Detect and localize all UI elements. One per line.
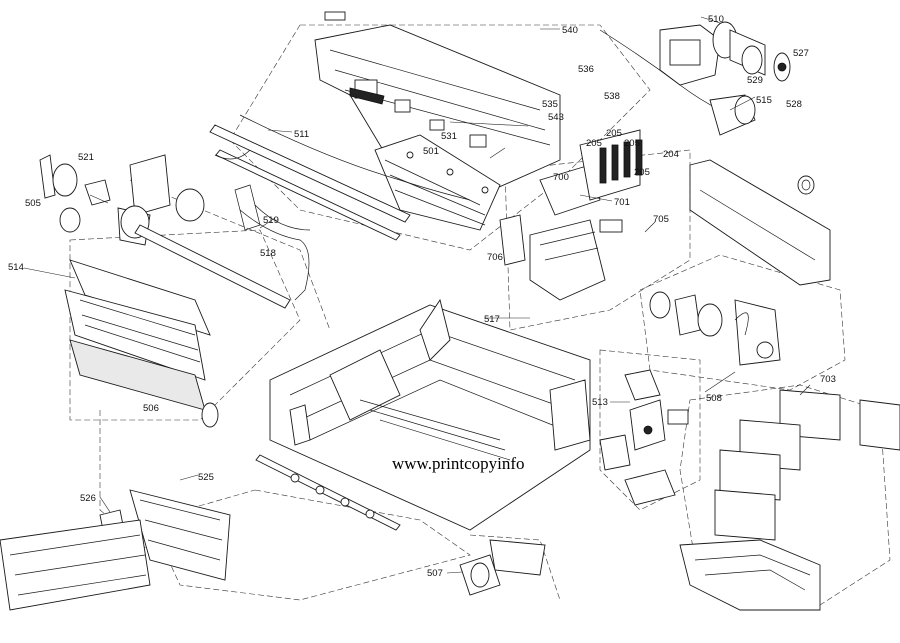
callout-540: 540 (562, 25, 578, 36)
callout-536: 536 (578, 64, 594, 75)
callout-531: 531 (441, 131, 457, 142)
roller-unit-507 (459, 539, 546, 596)
callout-513: 513 (592, 397, 608, 408)
paper-feed-assembly (39, 154, 291, 309)
callout-518: 518 (260, 248, 276, 259)
callout-535: 535 (542, 99, 558, 110)
callout-527: 527 (793, 48, 809, 59)
sensor-assembly-513 (599, 369, 689, 506)
lower-housing (269, 298, 591, 531)
callout-538: 538 (604, 91, 620, 102)
callout-labels: 540 510 527 529 528 536 535 538 543 515 … (8, 14, 836, 579)
callout-515: 515 (756, 95, 772, 106)
callout-519: 519 (263, 215, 279, 226)
callout-205-b: 205 (586, 138, 602, 149)
callout-703: 703 (820, 374, 836, 385)
cable-511 (239, 114, 471, 201)
callout-701: 701 (614, 197, 630, 208)
callout-528: 528 (786, 99, 802, 110)
callout-506: 506 (143, 403, 159, 414)
flat-cables (234, 184, 311, 301)
callout-510: 510 (708, 14, 724, 25)
callout-514: 514 (8, 262, 24, 273)
callout-517: 517 (484, 314, 500, 325)
callout-700: 700 (553, 172, 569, 183)
callout-205-d: 205 (634, 167, 650, 178)
callout-511: 511 (294, 129, 309, 140)
callout-525: 525 (198, 472, 214, 483)
callout-526: 526 (80, 493, 96, 504)
gear-assembly-508 (649, 291, 781, 366)
exit-roller-shaft (255, 454, 401, 531)
cartridge-carrier (499, 129, 643, 301)
callout-507: 507 (427, 568, 443, 579)
callout-705: 705 (653, 214, 669, 225)
paper-guide-lower (64, 259, 219, 428)
callout-501: 501 (423, 146, 439, 157)
callout-204: 204 (663, 149, 679, 160)
callout-543: 543 (548, 112, 564, 123)
callout-508: 508 (706, 393, 722, 404)
paper-guide-upper (374, 134, 501, 231)
front-guide-525 (0, 489, 231, 611)
callout-505: 505 (25, 198, 41, 209)
callout-205-a: 205 (606, 128, 622, 139)
front-arm (689, 159, 831, 286)
callout-706: 706 (487, 252, 503, 263)
packing-tray-703 (679, 389, 900, 611)
callout-521: 521 (78, 152, 94, 163)
carriage-shaft (209, 124, 411, 241)
leader-lines (23, 16, 811, 574)
cr-motor-assembly (599, 21, 791, 136)
watermark-text: www.printcopyinfo (392, 454, 525, 473)
callout-205-c: 205 (624, 138, 640, 149)
callout-529: 529 (747, 75, 763, 86)
rear-frame-plate (314, 11, 561, 201)
